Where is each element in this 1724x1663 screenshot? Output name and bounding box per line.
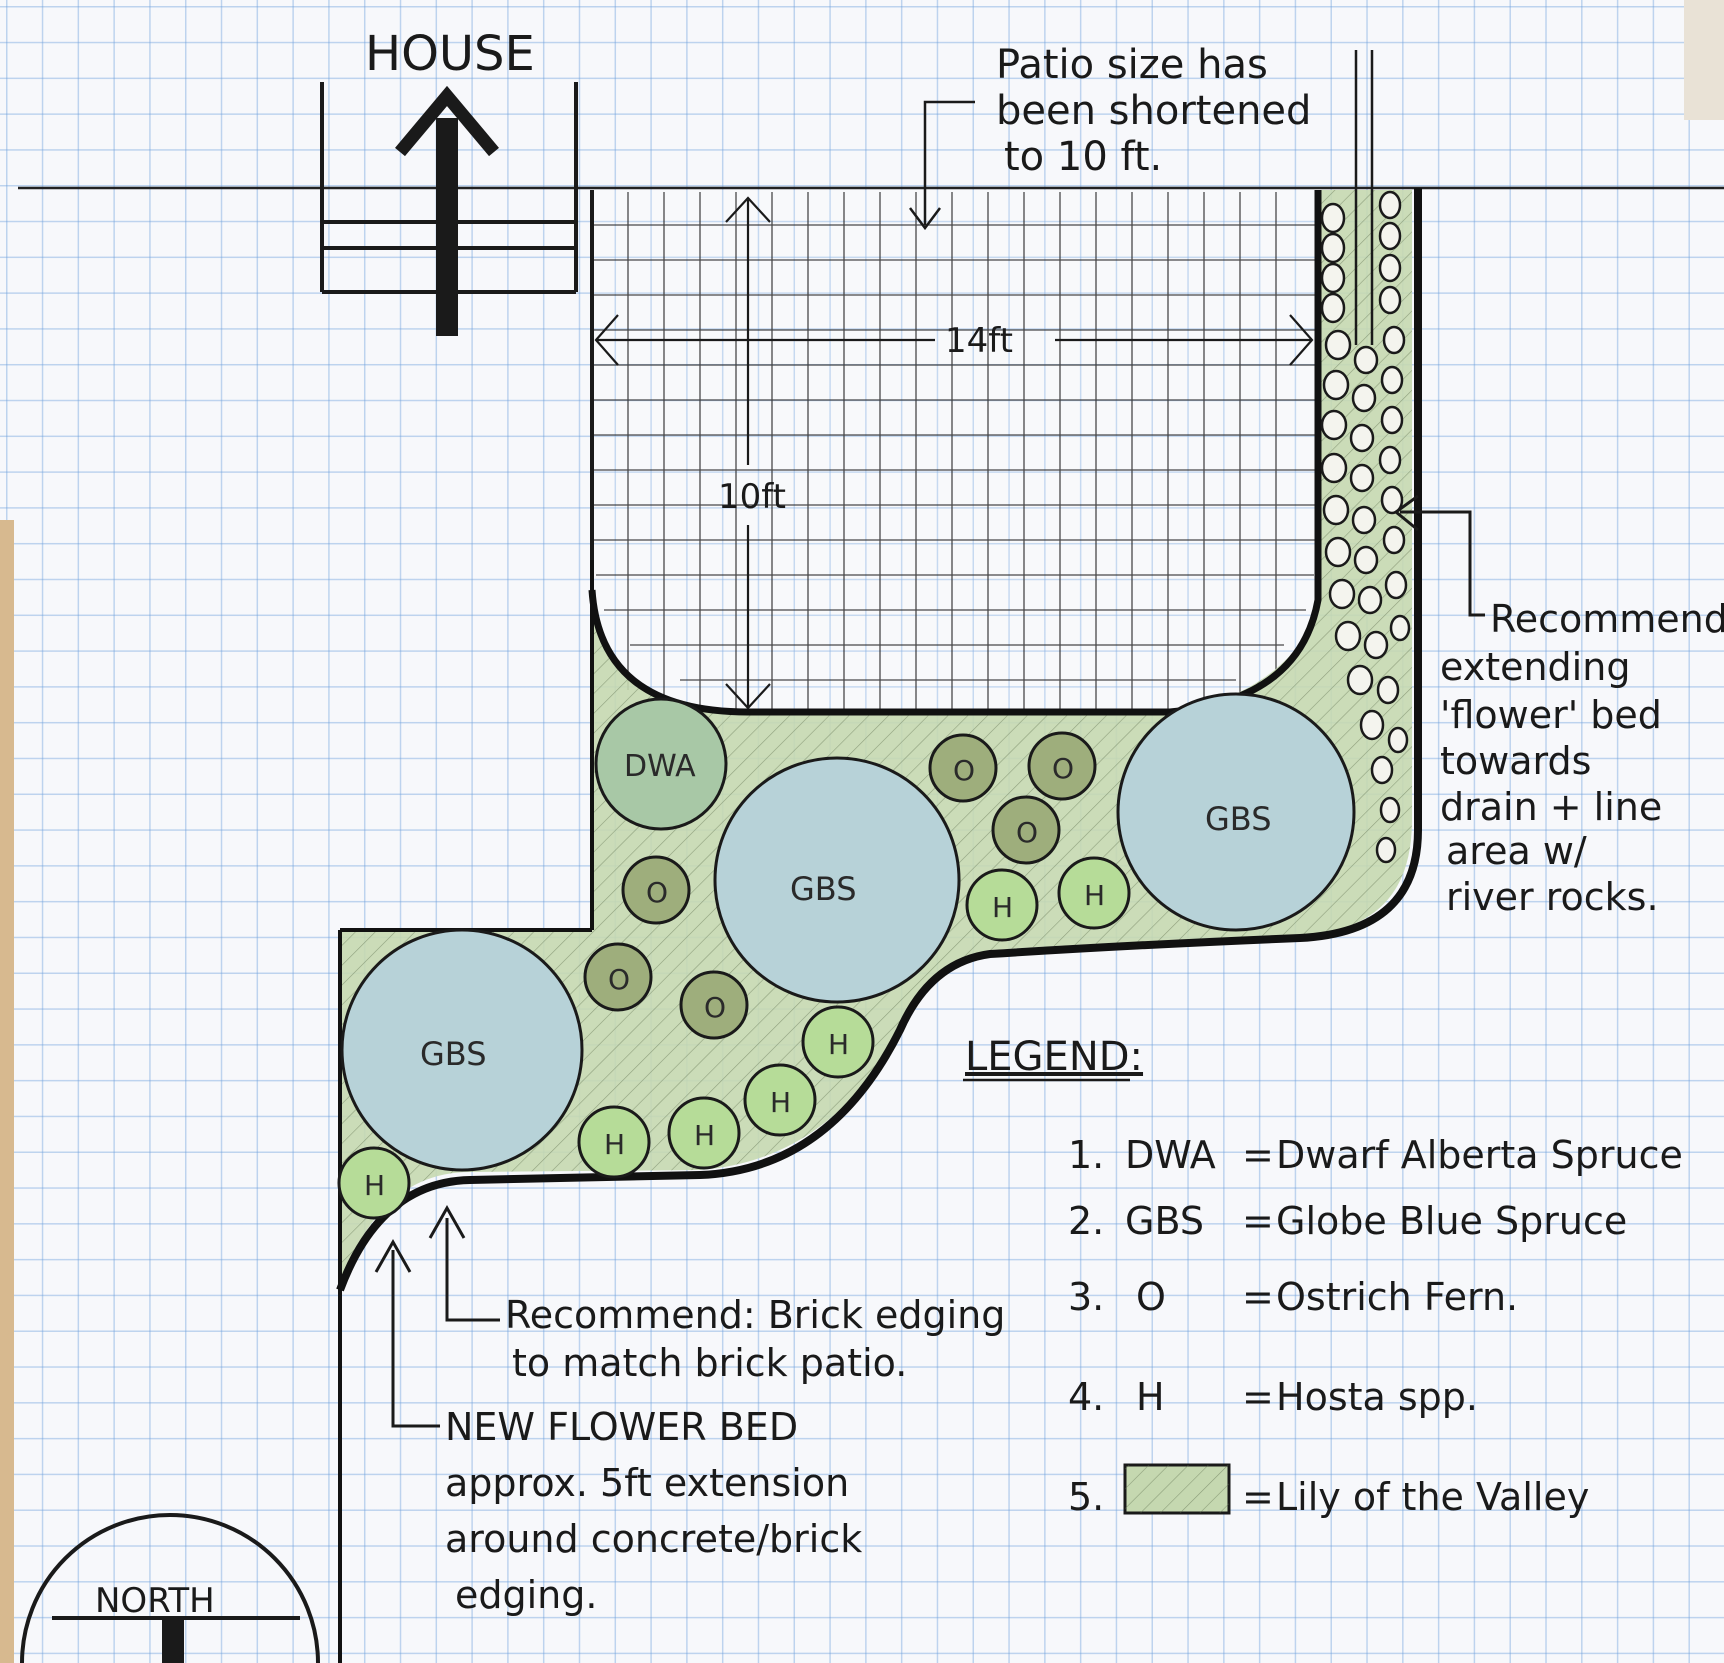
legend-item: 4. H = Hosta spp.: [1068, 1375, 1478, 1419]
legend-heading: LEGEND:: [965, 1034, 1143, 1080]
plant-fern: O: [621, 855, 691, 925]
plant-hosta: H: [577, 1105, 651, 1179]
svg-text:=: =: [1242, 1375, 1274, 1419]
svg-text:=: =: [1242, 1199, 1274, 1243]
svg-text:to match brick patio.: to match brick patio.: [512, 1341, 907, 1385]
svg-text:H: H: [364, 1169, 385, 1202]
svg-text:approx. 5ft extension: approx. 5ft extension: [445, 1461, 849, 1505]
plant-fern: O: [928, 733, 998, 803]
svg-text:towards: towards: [1440, 739, 1591, 783]
legend-item: 1. DWA = Dwarf Alberta Spruce: [1068, 1133, 1683, 1177]
plant-hosta: H: [1057, 856, 1131, 930]
svg-text:GBS: GBS: [790, 870, 857, 908]
svg-text:Patio size has: Patio size has: [996, 42, 1268, 88]
svg-text:drain + line: drain + line: [1440, 785, 1662, 829]
legend-item: 5. = Lily of the Valley: [1068, 1463, 1589, 1519]
svg-text:DWA: DWA: [624, 749, 696, 784]
svg-text:O: O: [646, 876, 668, 909]
svg-text:area w/: area w/: [1446, 829, 1587, 873]
svg-text:GBS: GBS: [1125, 1199, 1204, 1243]
svg-text:Recommend:: Recommend:: [1490, 597, 1724, 641]
dimension-width: [594, 314, 1314, 366]
plant-gbs: GBS: [713, 756, 961, 1004]
svg-text:H: H: [828, 1028, 849, 1061]
plant-hosta: H: [337, 1146, 411, 1220]
north-compass: NORTH: [20, 1513, 320, 1663]
svg-text:O: O: [1136, 1275, 1166, 1319]
plant-gbs: GBS: [1116, 692, 1356, 932]
svg-text:H: H: [694, 1119, 715, 1152]
svg-text:3.: 3.: [1068, 1275, 1104, 1319]
svg-text:H: H: [1084, 879, 1105, 912]
dimension-width-label: 14ft: [945, 321, 1013, 361]
legend-item: 3. O = Ostrich Fern.: [1068, 1275, 1518, 1319]
svg-text:O: O: [953, 754, 975, 787]
svg-text:GBS: GBS: [420, 1035, 487, 1073]
legend: LEGEND: 1. DWA = Dwarf Alberta Spruce 2.…: [963, 1034, 1683, 1519]
plant-fern: O: [1027, 731, 1097, 801]
plant-fern: O: [991, 795, 1061, 865]
edging-note: Recommend: Brick edging to match brick p…: [428, 1204, 1005, 1385]
svg-text:H: H: [604, 1128, 625, 1161]
house-title: HOUSE: [365, 26, 535, 82]
plant-fern: O: [583, 942, 653, 1012]
svg-text:4.: 4.: [1068, 1375, 1104, 1419]
legend-item: 2. GBS = Globe Blue Spruce: [1068, 1199, 1627, 1243]
dimension-depth-label: 10ft: [718, 477, 786, 517]
svg-text:Hosta spp.: Hosta spp.: [1276, 1375, 1478, 1419]
svg-text:Lily of the Valley: Lily of the Valley: [1276, 1475, 1589, 1519]
svg-text:O: O: [608, 963, 630, 996]
svg-text:1.: 1.: [1068, 1133, 1104, 1177]
plant-gbs: GBS: [340, 928, 584, 1172]
plant-hosta: H: [743, 1063, 817, 1137]
svg-text:H: H: [992, 891, 1013, 924]
arrow-up-icon: [395, 85, 499, 336]
svg-text:Dwarf Alberta Spruce: Dwarf Alberta Spruce: [1276, 1133, 1683, 1177]
plant-dwa: DWA: [594, 697, 728, 831]
svg-text:Recommend: Brick edging: Recommend: Brick edging: [505, 1293, 1005, 1337]
svg-text:GBS: GBS: [1205, 800, 1272, 838]
plant-hosta: H: [965, 868, 1039, 942]
flower-bed: [336, 188, 1422, 1663]
svg-text:O: O: [1016, 816, 1038, 849]
drain-line: [1354, 50, 1374, 345]
new-bed-note: NEW FLOWER BED approx. 5ft extension aro…: [374, 1238, 862, 1617]
svg-text:NEW FLOWER BED: NEW FLOWER BED: [445, 1405, 798, 1449]
patio-note: Patio size has been shortened to 10 ft.: [909, 42, 1311, 231]
svg-text:2.: 2.: [1068, 1199, 1104, 1243]
svg-text:H: H: [1136, 1375, 1165, 1419]
brick-patio: [590, 190, 1318, 712]
dimension-depth: [725, 196, 771, 710]
paper-corner: [1684, 0, 1724, 120]
svg-text:around concrete/brick: around concrete/brick: [445, 1517, 862, 1561]
svg-text:H: H: [770, 1086, 791, 1119]
svg-text:DWA: DWA: [1125, 1133, 1216, 1177]
svg-text:=: =: [1242, 1275, 1274, 1319]
svg-text:5.: 5.: [1068, 1475, 1104, 1519]
svg-text:O: O: [1052, 752, 1074, 785]
plant-hosta: H: [801, 1005, 875, 1079]
svg-text:to 10 ft.: to 10 ft.: [1004, 134, 1162, 180]
svg-text:extending: extending: [1440, 645, 1630, 689]
svg-text:=: =: [1242, 1475, 1274, 1519]
svg-text:been shortened: been shortened: [996, 88, 1311, 134]
svg-text:Globe Blue Spruce: Globe Blue Spruce: [1276, 1199, 1627, 1243]
svg-text:'flower' bed: 'flower' bed: [1440, 693, 1662, 737]
plant-fern: O: [679, 970, 749, 1040]
svg-text:O: O: [704, 991, 726, 1024]
river-rocks: [1320, 190, 1411, 864]
wood-table-edge: [0, 520, 14, 1663]
compass-label: NORTH: [95, 1581, 215, 1621]
drain-note: Recommend: extending 'flower' bed toward…: [1393, 494, 1724, 919]
svg-text:edging.: edging.: [455, 1573, 597, 1617]
plant-hosta: H: [667, 1096, 741, 1170]
svg-text:Ostrich Fern.: Ostrich Fern.: [1276, 1275, 1518, 1319]
svg-text:=: =: [1242, 1133, 1274, 1177]
svg-text:river rocks.: river rocks.: [1446, 875, 1659, 919]
